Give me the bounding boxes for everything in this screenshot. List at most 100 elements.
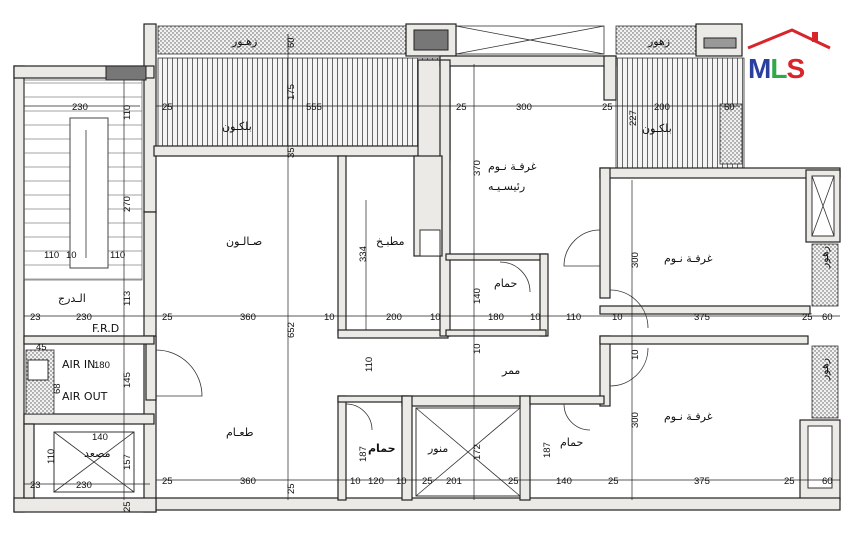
bathroom-main-label: حمام [368,442,396,455]
dim-25-v: 25 [286,483,297,494]
dim-110-stair-b: 110 [110,250,125,261]
balcony-left-label: بلكـون [222,120,252,133]
dim-230-bot: 230 [76,480,92,491]
corridor-label: ممر [501,364,520,377]
salon-label: صـالـون [226,235,262,248]
dim-113: 113 [122,291,133,306]
dim-25-i: 25 [608,476,619,487]
master-bedroom-label: غرفـة نـوم [488,160,537,173]
dim-110-v: 110 [364,357,375,372]
dim-10-b: 10 [430,312,441,323]
dim-370: 370 [472,160,483,176]
dim-110-lift: 110 [46,449,57,464]
planter-side-1 [811,243,839,307]
dim-230-mid: 230 [76,312,92,323]
dim-300-br2: 300 [630,412,641,428]
balcony-left-area [157,57,441,147]
dim-110-mid: 110 [566,312,581,323]
dim-145: 145 [122,372,133,388]
master-bath-label: حمام [494,277,517,290]
dim-120: 120 [368,476,384,487]
dim-25-h: 25 [508,476,519,487]
bath-right-label: حمام [560,436,583,449]
dim-300-br1: 300 [630,252,641,268]
dim-157: 157 [122,454,133,470]
kitchen-label: مطبـخ [376,235,405,248]
dim-110-stair-a: 110 [44,250,59,261]
dim-140-bot: 140 [556,476,572,487]
dim-10-a: 10 [324,312,335,323]
dim-25-d: 25 [162,312,173,323]
dim-60-f: 60 [822,476,833,487]
dim-10-f: 10 [396,476,407,487]
dim-68: 68 [52,383,63,394]
planter-side-2-label: زهور [818,358,831,381]
dim-25-f: 25 [162,476,173,487]
bedroom-1-label: غرفـة نـوم [664,252,713,265]
bedroom-2-label: غرفـة نـوم [664,410,713,423]
dim-180-a: 180 [488,312,504,323]
mls-logo: MLS [748,53,805,85]
dim-227: 227 [628,110,639,126]
dim-201: 201 [446,476,462,487]
dim-25-c: 25 [602,102,613,113]
planter-side-1-label: زهور [818,246,831,269]
dim-175: 175 [286,84,297,100]
frd-label: F.R.D [92,322,119,335]
dim-140-v: 140 [472,288,483,304]
dim-180-b: 180 [94,360,110,371]
planter-top-left [157,25,407,55]
balcony-right-label: بلكـون [642,122,672,135]
dim-35: 35 [286,147,297,158]
logo-letter-s: S [786,53,805,84]
dim-60-e: 60 [822,312,833,323]
dim-200-mid: 200 [386,312,402,323]
dim-25-k: 25 [122,501,133,512]
dim-652: 652 [286,322,297,338]
dim-10-stair: 10 [66,250,77,261]
dim-230-top: 230 [72,102,88,113]
dim-60-top: 60 [724,102,735,113]
dim-375-b: 375 [694,476,710,487]
dim-172: 172 [472,444,483,460]
dim-23-b: 23 [30,480,41,491]
dim-375-a: 375 [694,312,710,323]
air-out-label: AIR OUT [62,390,108,403]
dim-25-g: 25 [422,476,433,487]
stairs-label: الـدرج [58,292,86,305]
dining-label: طعـام [226,426,254,439]
planter-top-right [615,25,697,55]
dim-110-top: 110 [122,105,133,120]
shaft-label: منور [427,442,448,455]
dim-200-top: 200 [654,102,670,113]
dim-187-b: 187 [542,442,553,458]
dim-25-a: 25 [162,102,173,113]
dim-25-b: 25 [456,102,467,113]
dim-10-d: 10 [612,312,623,323]
logo-letter-l: L [770,53,787,84]
dim-334: 334 [358,246,369,262]
planter-top-right-label: زهور [647,35,670,48]
dim-45: 45 [36,342,47,353]
dim-23-a: 23 [30,312,41,323]
elevator-label: مصعد [84,447,111,460]
dim-10-g: 10 [472,343,483,354]
dim-10-e: 10 [350,476,361,487]
dim-187-a: 187 [358,446,369,462]
dim-10-c: 10 [530,312,541,323]
air-in-label: AIR IN [62,358,95,371]
logo-letter-m: M [748,53,771,84]
dim-10-v: 10 [630,349,641,360]
dim-25-j: 25 [784,476,795,487]
master-bedroom-label-2: رئيسـيـه [488,180,525,193]
dim-270: 270 [122,196,133,212]
planter-top-left-label: زهـور [231,35,257,48]
dim-360-a: 360 [240,312,256,323]
dim-555: 555 [306,102,322,113]
planter-side-2 [811,345,839,419]
dim-140-lift: 140 [92,432,108,443]
dim-25-e: 25 [802,312,813,323]
dim-300-top: 300 [516,102,532,113]
dim-60-planter: 60 [286,37,297,48]
